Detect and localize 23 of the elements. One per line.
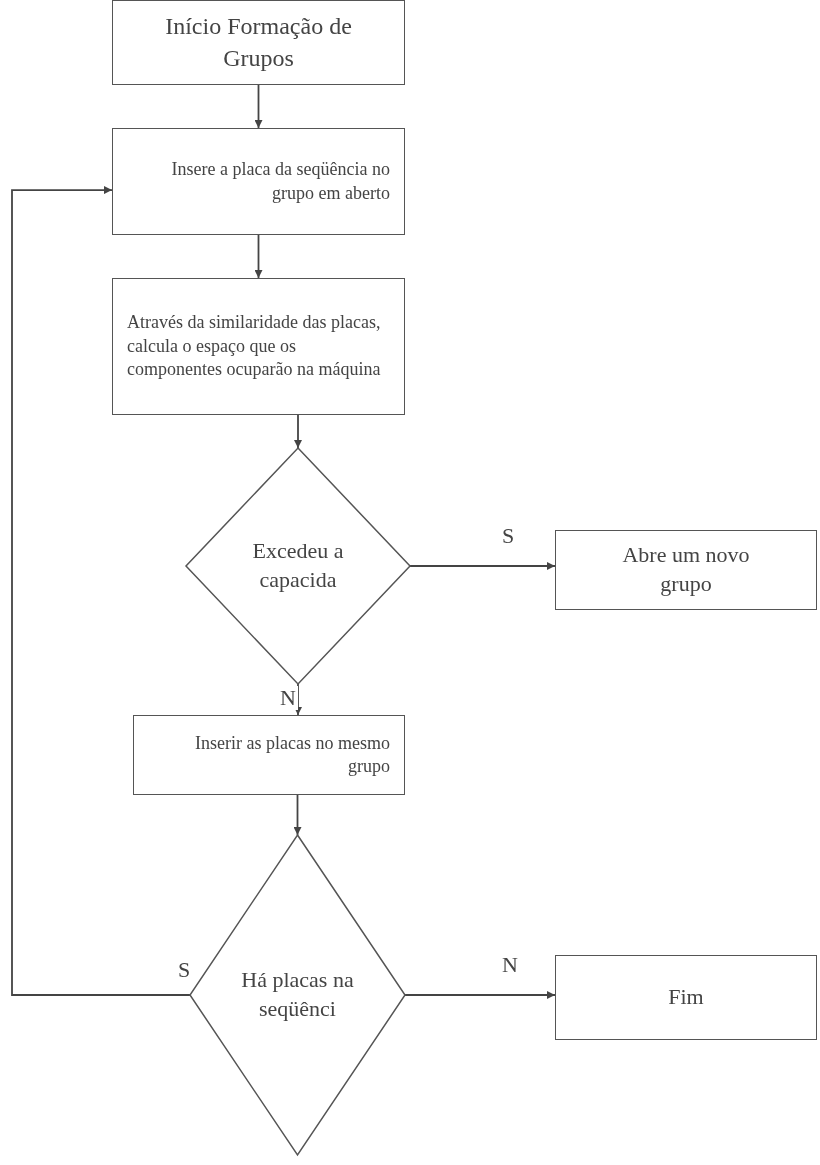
process-box [555,530,817,610]
node-text: Início Formação de Grupos [164,12,353,73]
node-text: Inserir as placas no mesmo grupo [194,731,390,778]
process-box [555,955,817,1040]
node-text: Abre um novo grupo [621,541,751,598]
arrow [294,683,302,716]
node-text: Há placas na seqüênci [240,966,355,1023]
process-box [112,128,405,235]
node-text: Excedeu a capacida [251,537,345,594]
node-text: Insere a placa da seqüência no grupo em aberto [170,158,390,205]
arrow [409,562,556,570]
process-box [112,0,405,85]
node-text: Fim [668,983,704,1012]
arrow [254,234,263,279]
process-box [112,278,405,415]
node-text: Através da similaridade das placas, calcula o espaço que os componentes ocuparão na máquina [127,311,382,382]
arrow [404,991,556,999]
arrow [293,794,302,836]
process-box [133,715,405,795]
arrow [294,414,302,449]
arrow [254,84,263,129]
arrow [11,186,191,996]
edge-label: N [278,686,298,711]
